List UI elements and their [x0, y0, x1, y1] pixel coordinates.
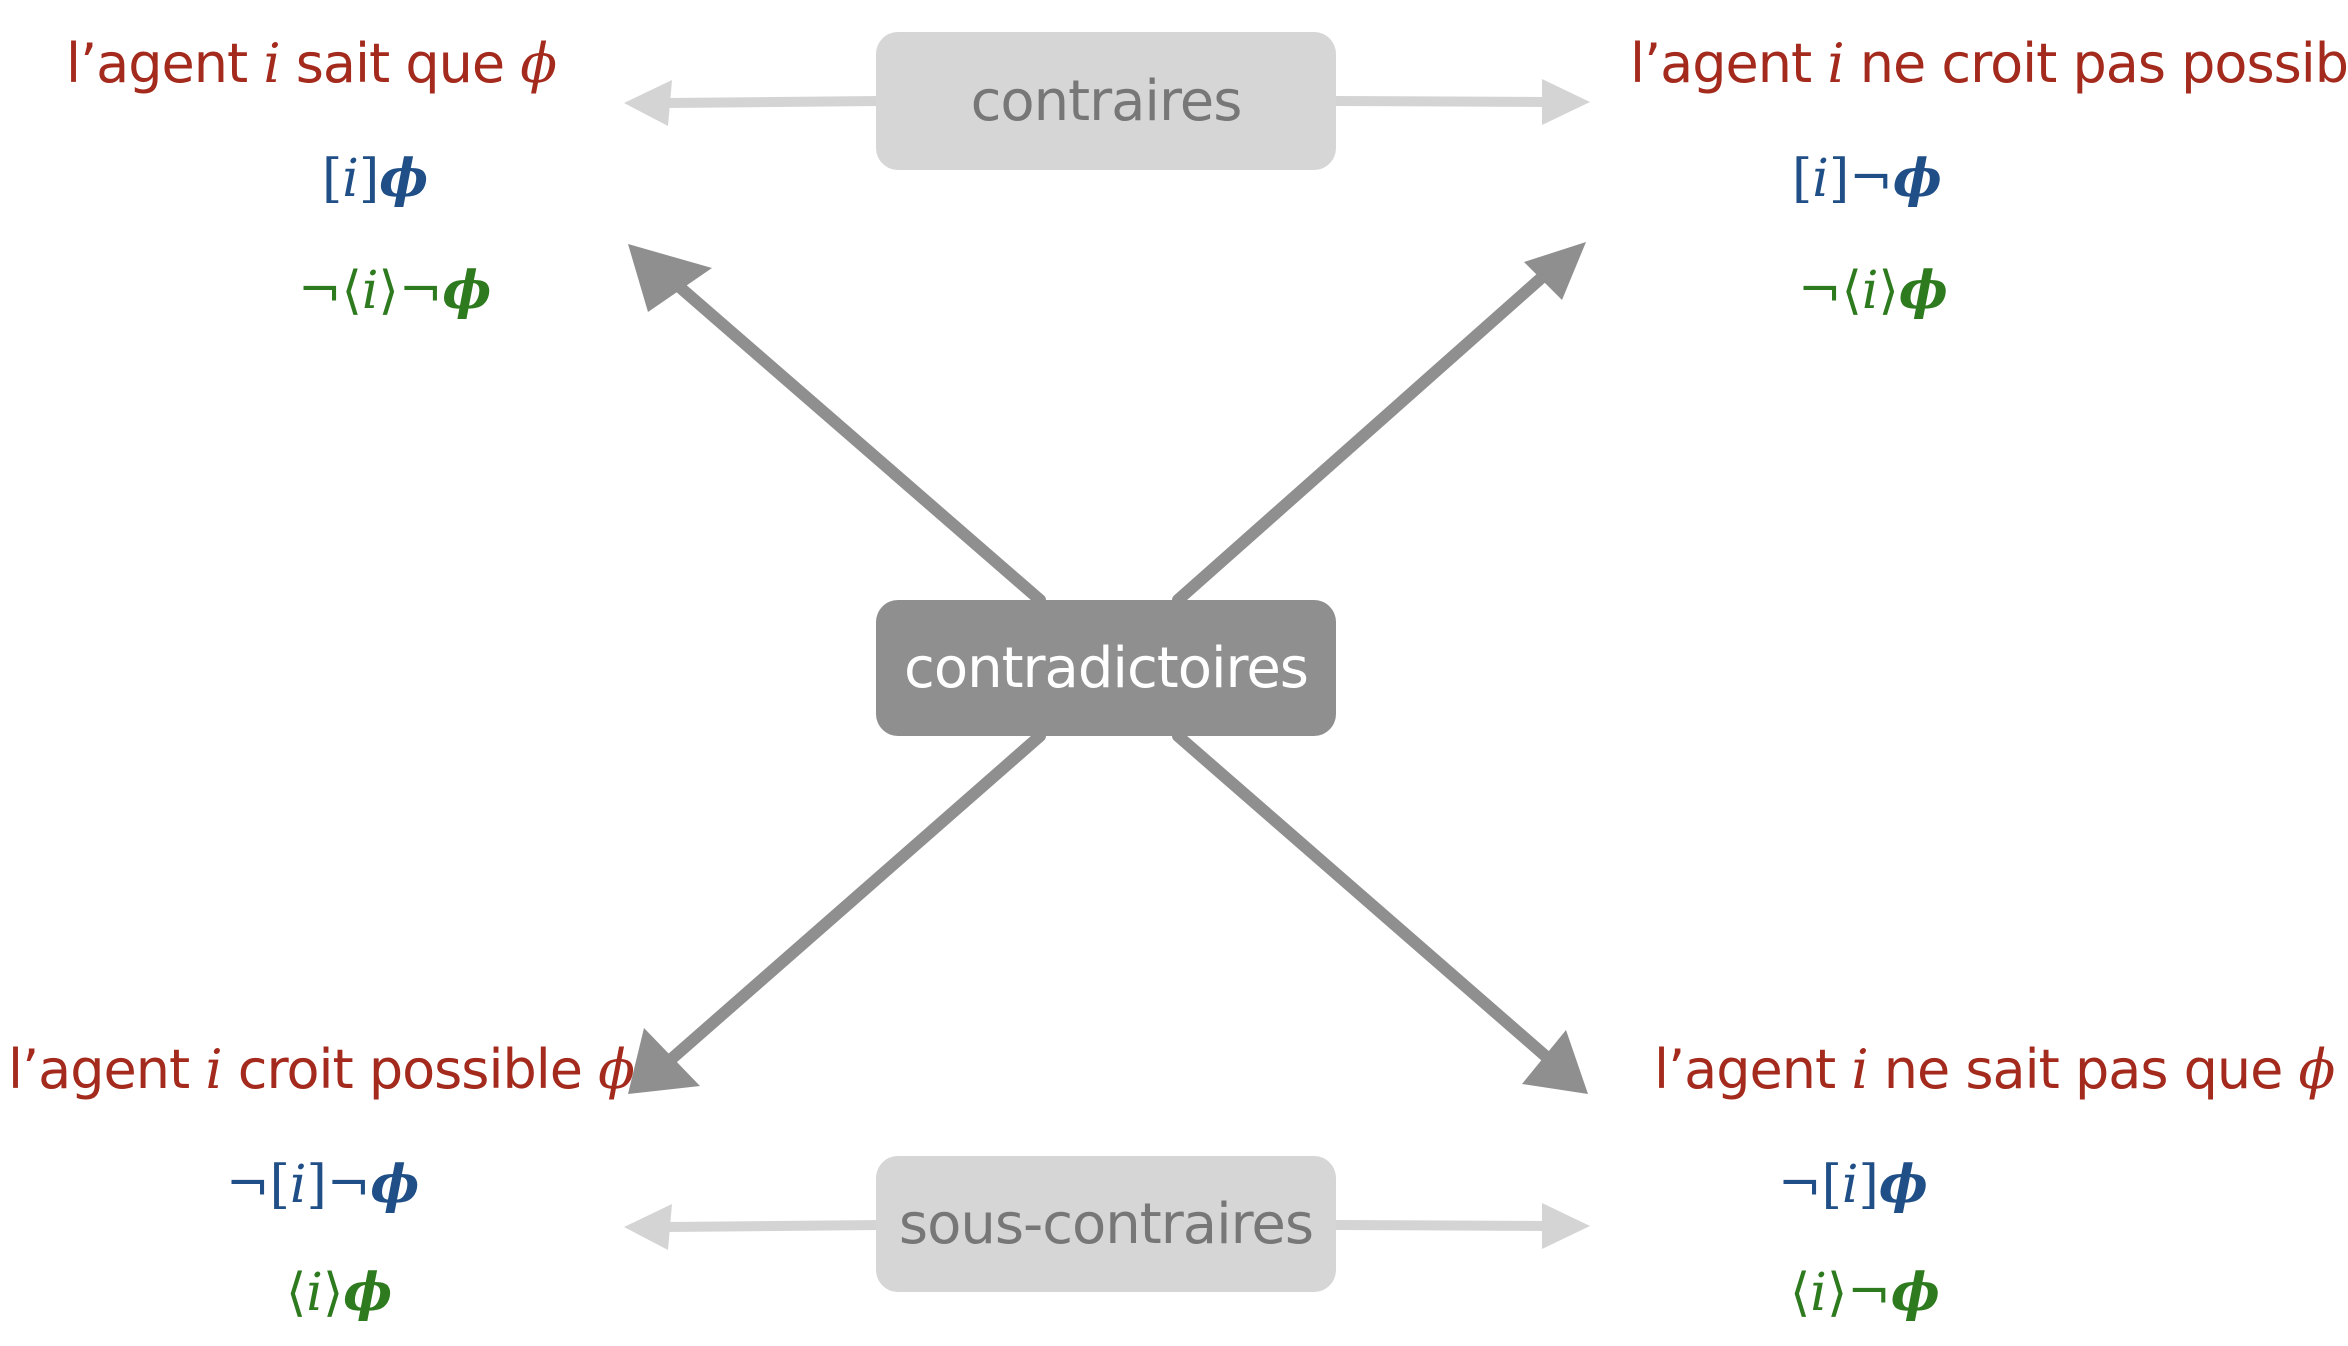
sous-contraires-arrow-right-head — [1542, 1203, 1590, 1249]
sous-contraires-box: sous-contraires — [876, 1156, 1336, 1292]
contradictoires-label: contradictoires — [904, 635, 1309, 701]
formula-diamond-top-right: ¬⟨i⟩ϕ — [1798, 260, 1948, 321]
formula-box-bottom-right: ¬[i]ϕ — [1778, 1154, 1928, 1215]
contradictoires-arrow-tl-shaft — [654, 264, 1046, 606]
contraires-box: contraires — [876, 32, 1336, 170]
contraires-arrow-right-head — [1542, 79, 1590, 125]
contradictoires-arrow-br-head — [1522, 1030, 1588, 1094]
contraires-arrow-right-shaft — [1331, 96, 1549, 107]
contradictoires-arrow-tl-head — [628, 244, 712, 312]
contradictoires-arrow-br-shaft — [1172, 730, 1556, 1066]
contradictoires-arrow-bl-head — [628, 1028, 700, 1094]
contraires-arrow-left-shaft — [663, 96, 885, 108]
contradictoires-arrow-bl-shaft — [662, 730, 1046, 1068]
contraires-label: contraires — [970, 68, 1243, 134]
contraires-arrow-left-head — [624, 80, 672, 126]
heading-bottom-right: l’agent i ne sait pas que ϕ — [1654, 1038, 2335, 1101]
heading-bottom-left: l’agent i croit possible ϕ — [8, 1038, 635, 1101]
sous-contraires-arrow-right-shaft — [1331, 1220, 1549, 1231]
heading-top-left: l’agent i sait que ϕ — [66, 32, 557, 95]
contradictoires-arrow-tr-head — [1524, 242, 1586, 300]
formula-diamond-top-left: ¬⟨i⟩¬ϕ — [298, 260, 492, 321]
formula-box-top-right: [i]¬ϕ — [1792, 148, 1942, 209]
formula-box-top-left: [i]ϕ — [322, 148, 429, 209]
sous-contraires-label: sous-contraires — [898, 1191, 1314, 1257]
formula-diamond-bottom-left: ⟨i⟩ϕ — [286, 1262, 393, 1323]
contradictoires-arrow-tr-shaft — [1172, 266, 1554, 606]
sous-contraires-arrow-left-head — [624, 1204, 672, 1250]
sous-contraires-arrow-left-shaft — [663, 1220, 885, 1232]
formula-diamond-bottom-right: ⟨i⟩¬ϕ — [1790, 1262, 1940, 1323]
contradictoires-box: contradictoires — [876, 600, 1336, 736]
heading-top-right: l’agent i ne croit pas possible ϕ — [1630, 32, 2348, 95]
formula-box-bottom-left: ¬[i]¬ϕ — [226, 1154, 420, 1215]
